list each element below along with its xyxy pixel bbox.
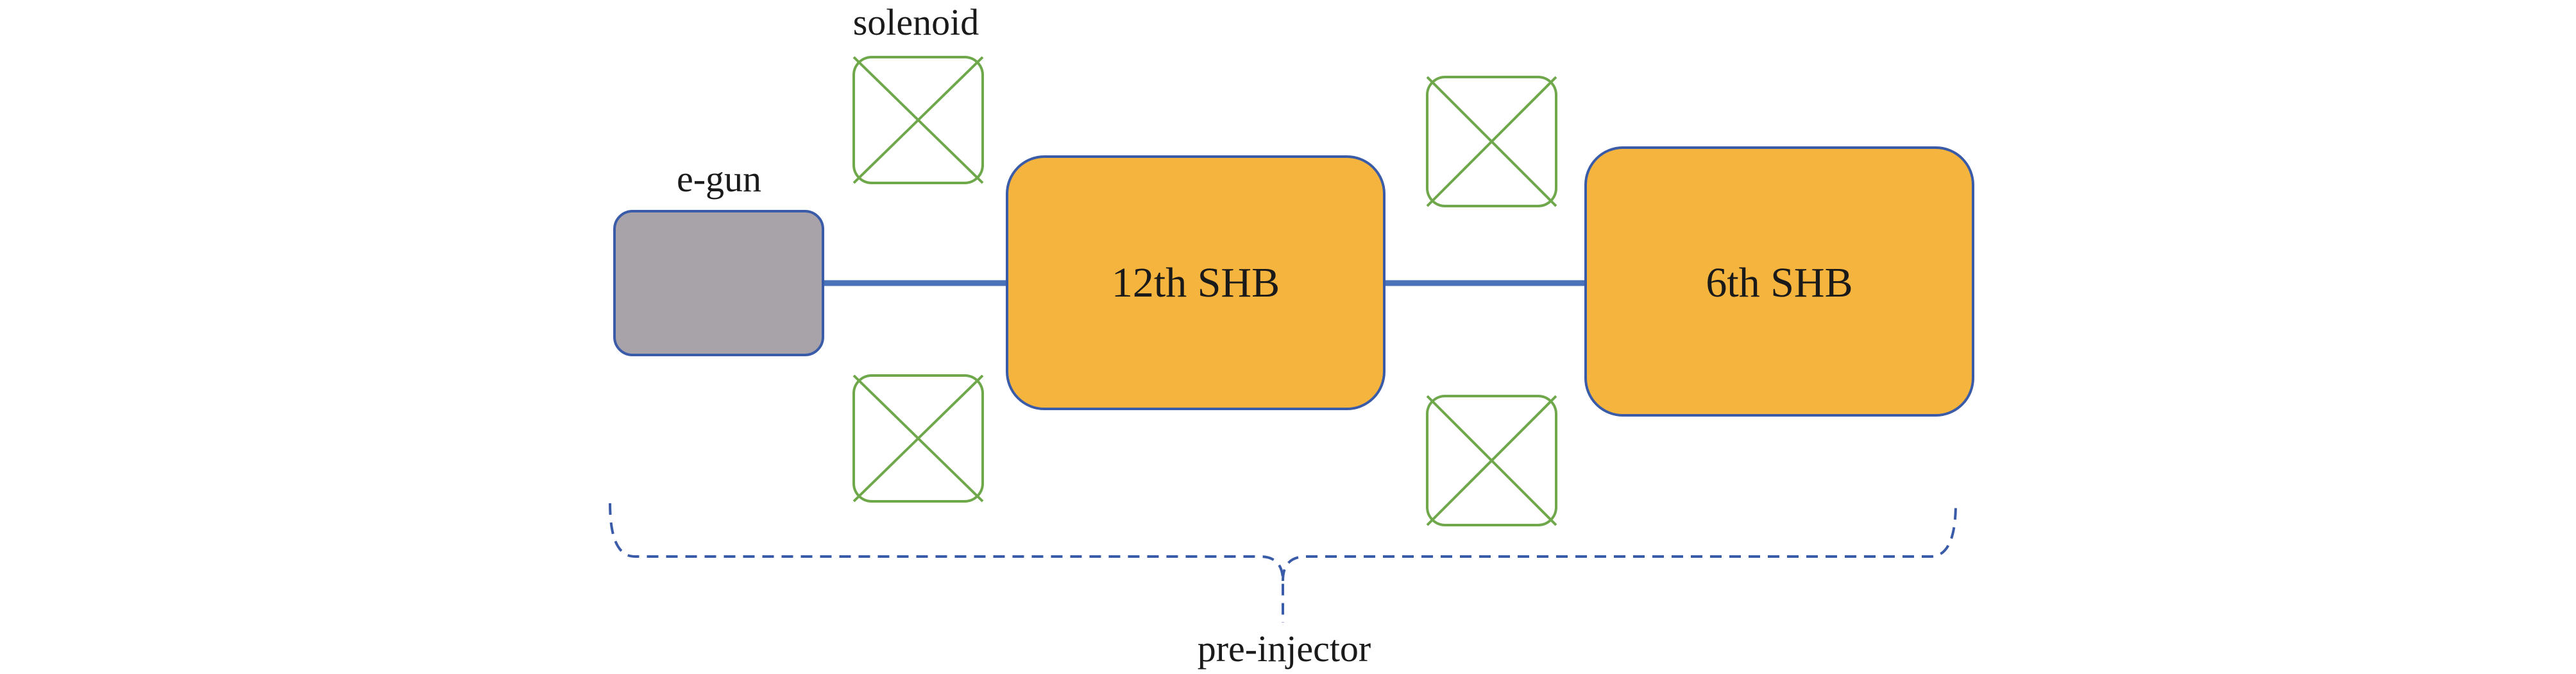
pre-injector-brace (609, 503, 1957, 623)
12th-shb-box (1006, 155, 1385, 410)
solenoid-lower-right (1426, 395, 1557, 526)
6th-shb-box (1584, 146, 1974, 417)
egun-box (613, 210, 824, 356)
preinjector-label: pre-injector (1198, 628, 1371, 670)
solenoid-lower-left (852, 374, 984, 503)
solenoid-label: solenoid (853, 1, 979, 43)
12th-shb-label: 12th SHB (1112, 259, 1280, 306)
6th-shb-label: 6th SHB (1706, 259, 1852, 306)
egun-label: e-gun (677, 158, 761, 200)
solenoid-upper-left (852, 56, 984, 184)
solenoid-upper-right (1426, 76, 1557, 207)
